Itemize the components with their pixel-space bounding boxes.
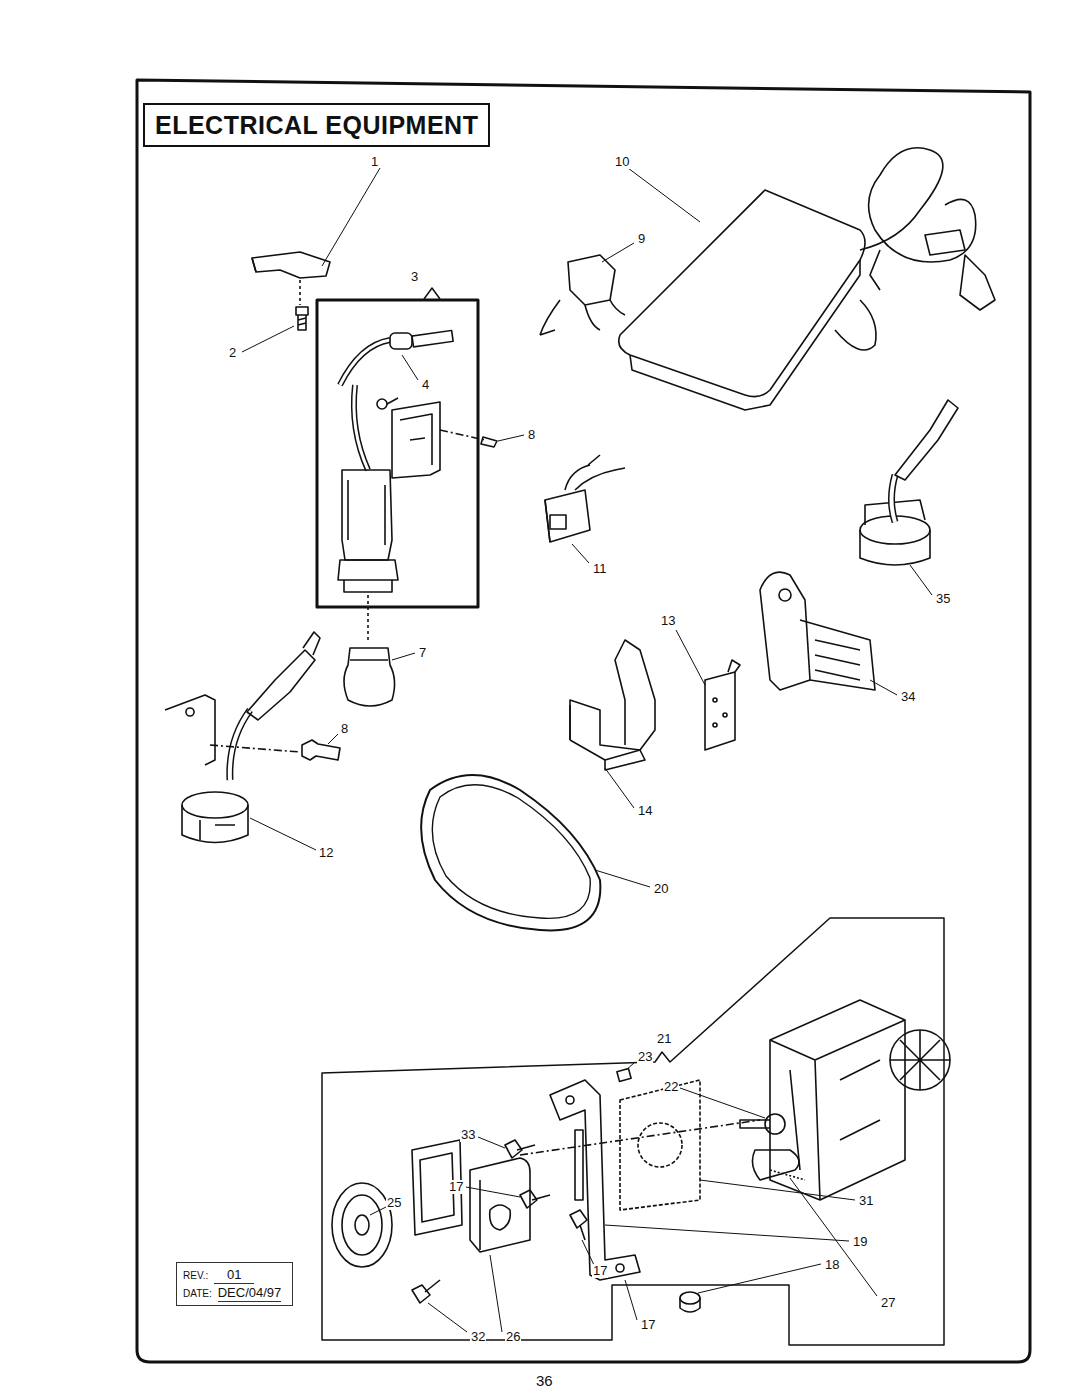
callout-number: 9 (637, 232, 646, 246)
callout-number: 26 (505, 1330, 521, 1344)
diagram-title: ELECTRICAL EQUIPMENT (143, 103, 490, 147)
callout-number: 21 (656, 1032, 672, 1046)
callout-number: 35 (935, 592, 951, 606)
callout-number: 23 (637, 1050, 653, 1064)
callout-number: 14 (637, 804, 653, 818)
callout-number: 34 (900, 690, 916, 704)
callout-number: 27 (880, 1296, 896, 1310)
text-row: REV.: 01 (183, 1266, 286, 1284)
field-label: REV.: (183, 1267, 208, 1284)
callout-number: 33 (460, 1128, 476, 1142)
callout-number: 17 (640, 1318, 656, 1332)
callout-number: 10 (614, 155, 630, 169)
callout-number: 8 (340, 722, 349, 736)
callout-number: 8 (527, 428, 536, 442)
callout-number: 19 (852, 1235, 868, 1249)
callout-number: 20 (653, 882, 669, 896)
field-value: DEC/04/97 (218, 1284, 282, 1302)
revision-box: REV.: 01DATE: DEC/04/97 (176, 1262, 293, 1306)
callout-number: 25 (386, 1196, 402, 1210)
callout-number: 12 (318, 846, 334, 860)
callout-number: 3 (410, 270, 419, 284)
text-row: DATE: DEC/04/97 (183, 1284, 286, 1302)
callout-number: 22 (663, 1080, 679, 1094)
callout-number: 1 (370, 155, 379, 169)
callout-number: 7 (418, 646, 427, 660)
callout-number: 18 (824, 1258, 840, 1272)
field-value: 01 (214, 1266, 254, 1284)
callout-number: 32 (470, 1330, 486, 1344)
callout-number: 2 (228, 346, 237, 360)
page-number: 36 (535, 1374, 554, 1388)
callout-number: 13 (660, 614, 676, 628)
callout-number: 11 (592, 562, 608, 576)
callout-number: 4 (421, 378, 430, 392)
callout-number: 17 (592, 1264, 608, 1278)
callout-number: 17 (448, 1180, 464, 1194)
field-label: DATE: (183, 1285, 212, 1302)
callout-number: 31 (858, 1194, 874, 1208)
